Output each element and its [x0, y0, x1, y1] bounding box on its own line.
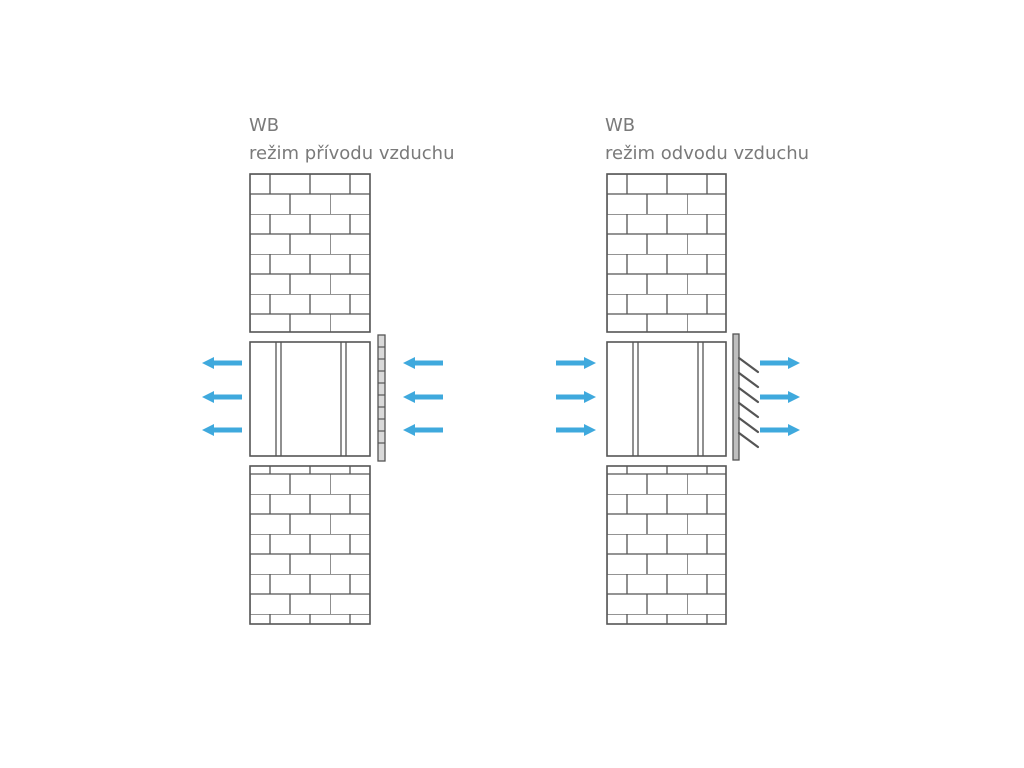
arrow-right-icon — [556, 424, 596, 436]
arrow-left-icon — [202, 391, 242, 403]
arrow-right-icon — [556, 357, 596, 369]
wall-fan-unit-right — [606, 341, 727, 457]
arrow-left-icon — [202, 357, 242, 369]
supply-title: WB — [249, 115, 280, 136]
arrow-left-icon — [403, 391, 443, 403]
arrow-right-icon — [556, 391, 596, 403]
arrow-right-icon — [760, 391, 800, 403]
arrow-left-icon — [403, 424, 443, 436]
open-shutters-icon — [732, 333, 760, 461]
exhaust-title: WB — [605, 115, 636, 136]
wall-lower-right — [606, 465, 727, 625]
closed-grille-icon — [377, 334, 386, 462]
supply-mode-label: režim přívodu vzduchu — [249, 143, 455, 164]
wall-lower-left — [249, 465, 371, 625]
exhaust-mode-label: režim odvodu vzduchu — [605, 143, 810, 164]
wall-fan-unit-left — [249, 341, 371, 457]
arrow-left-icon — [202, 424, 242, 436]
supply-panel — [202, 173, 443, 625]
wall-upper-left — [249, 173, 371, 333]
arrow-right-icon — [760, 424, 800, 436]
arrow-right-icon — [760, 357, 800, 369]
exhaust-panel — [556, 173, 800, 625]
wall-upper-right — [606, 173, 727, 333]
exhaust-mode-caption: WB režim odvodu vzduchu — [605, 112, 809, 168]
supply-mode-caption: WB režim přívodu vzduchu — [249, 112, 454, 168]
arrow-left-icon — [403, 357, 443, 369]
